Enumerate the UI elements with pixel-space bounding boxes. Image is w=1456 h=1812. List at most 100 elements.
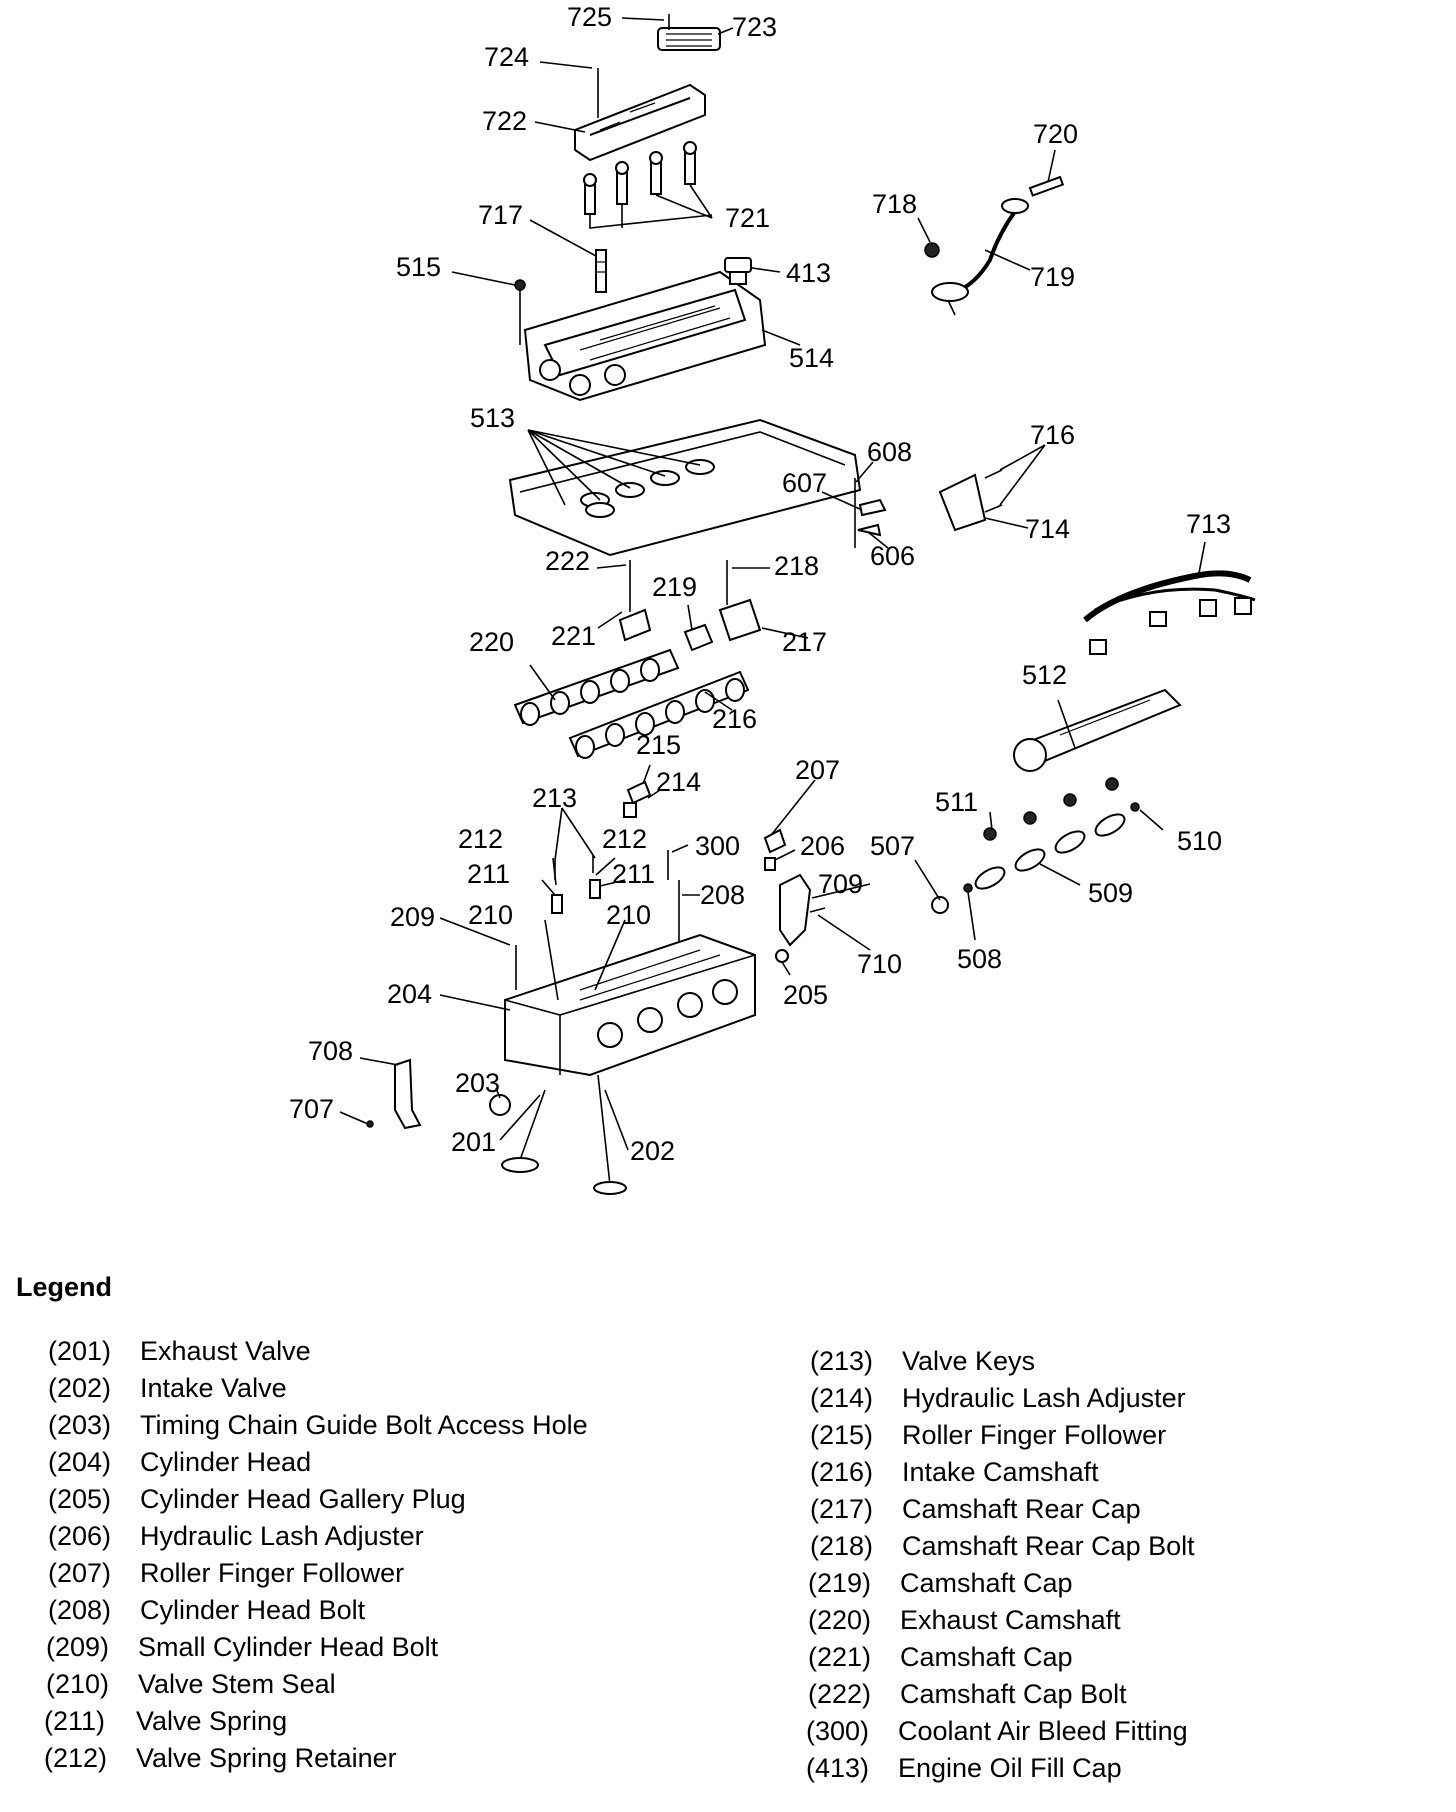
callout-716: 716 xyxy=(1030,420,1075,450)
leader-lines xyxy=(339,17,1206,1151)
callout-718: 718 xyxy=(872,189,917,219)
part-511-injector-caps xyxy=(983,777,1119,841)
part-708-bracket xyxy=(394,1058,422,1130)
callout-202: 202 xyxy=(630,1136,675,1166)
legend-item: (413)Engine Oil Fill Cap xyxy=(806,1753,1122,1784)
legend-number: (215) xyxy=(810,1420,874,1450)
legend-label: Valve Spring Retainer xyxy=(136,1743,397,1773)
legend-label: Exhaust Camshaft xyxy=(900,1605,1121,1635)
part-221-camshaft-cap xyxy=(618,608,652,642)
legend-label: Timing Chain Guide Bolt Access Hole xyxy=(140,1410,588,1440)
callout-510: 510 xyxy=(1177,826,1222,856)
callout-221: 221 xyxy=(551,621,596,651)
callout-201: 201 xyxy=(451,1127,496,1157)
part-514-camshaft-cover xyxy=(523,270,767,402)
callout-724: 724 xyxy=(484,42,529,72)
part-719-dipstick-tube xyxy=(931,198,1029,316)
legend-label: Small Cylinder Head Bolt xyxy=(138,1632,439,1662)
part-507-cap xyxy=(931,896,949,914)
legend-item: (209) Small Cylinder Head Bolt xyxy=(46,1632,438,1663)
legend-item: (216)Intake Camshaft xyxy=(810,1457,1099,1488)
legend-number: (210) xyxy=(46,1669,110,1699)
part-513-cover-gasket xyxy=(508,418,862,557)
part-413-oil-fill-cap xyxy=(724,257,752,285)
callout-212-left: 212 xyxy=(458,824,503,854)
callout-209: 209 xyxy=(390,902,435,932)
legend-number: (202) xyxy=(48,1373,112,1403)
part-212-213-211-210-valve-train xyxy=(551,855,601,914)
callout-210-right: 210 xyxy=(606,900,651,930)
part-716-bolts xyxy=(984,469,1003,513)
callout-212-right: 212 xyxy=(602,824,647,854)
part-204-cylinder-head xyxy=(504,933,756,1077)
part-508-seal xyxy=(963,883,973,893)
part-718-bolt xyxy=(924,242,940,258)
callout-207: 207 xyxy=(795,755,840,785)
part-510-seal xyxy=(1130,802,1140,812)
legend-item: (210) Valve Stem Seal xyxy=(46,1669,336,1700)
callout-608: 608 xyxy=(867,437,912,467)
legend-item: (217) Camshaft Rear Cap xyxy=(810,1494,1141,1525)
callout-708: 708 xyxy=(308,1036,353,1066)
legend-label: Engine Oil Fill Cap xyxy=(898,1753,1122,1783)
legend-number: (220) xyxy=(808,1605,872,1635)
callout-719: 719 xyxy=(1030,262,1075,292)
legend-label: Cylinder Head xyxy=(140,1447,312,1477)
callout-219: 219 xyxy=(652,572,697,602)
callout-509: 509 xyxy=(1088,878,1133,908)
callout-723: 723 xyxy=(732,12,777,42)
callout-514: 514 xyxy=(789,343,834,373)
legend-item: (213)Valve Keys xyxy=(810,1346,1035,1377)
callout-511: 511 xyxy=(935,787,978,817)
legend-item: (218)Camshaft Rear Cap Bolt xyxy=(810,1531,1195,1562)
part-205-plug xyxy=(775,949,789,963)
legend-label: Coolant Air Bleed Fitting xyxy=(898,1716,1188,1746)
part-509-fuel-injectors xyxy=(974,813,1126,890)
legend-label: Camshaft Rear Cap Bolt xyxy=(902,1531,1195,1561)
legend-number: (214) xyxy=(810,1383,874,1413)
callout-717: 717 xyxy=(478,200,523,230)
callout-512: 512 xyxy=(1022,660,1067,690)
legend-label: Camshaft Cap xyxy=(900,1568,1073,1598)
legend-number: (208) xyxy=(48,1595,112,1625)
legend-item: (205) Cylinder Head Gallery Plug xyxy=(48,1484,466,1515)
callout-218: 218 xyxy=(774,551,819,581)
part-216-intake-camshaft xyxy=(568,670,750,759)
legend-number: (211) xyxy=(44,1706,106,1736)
callout-217: 217 xyxy=(782,627,827,657)
legend-label: Valve Stem Seal xyxy=(138,1669,336,1699)
legend-number: (205) xyxy=(48,1484,112,1514)
callout-204: 204 xyxy=(387,979,432,1009)
legend-number: (209) xyxy=(46,1632,110,1662)
part-710-bolt xyxy=(809,907,826,913)
legend-item: (212) Valve Spring Retainer xyxy=(44,1743,397,1774)
part-203-access-hole xyxy=(489,1094,511,1116)
part-721-coil-bolts xyxy=(583,141,697,215)
legend-number: (213) xyxy=(810,1346,874,1376)
callout-710: 710 xyxy=(857,949,902,979)
part-717-spark-plug xyxy=(595,249,607,293)
callout-206: 206 xyxy=(800,831,845,861)
callout-213: 213 xyxy=(532,783,577,813)
callout-507: 507 xyxy=(870,831,915,861)
part-515-bolt-head xyxy=(514,279,526,291)
legend-number: (217) xyxy=(810,1494,874,1524)
legend-item: (221)Camshaft Cap xyxy=(808,1642,1073,1673)
callout-222: 222 xyxy=(545,546,590,576)
callout-203: 203 xyxy=(455,1068,500,1098)
part-207-206-follower-adjuster xyxy=(763,828,787,871)
callout-714: 714 xyxy=(1025,514,1070,544)
legend-label: Valve Spring xyxy=(136,1706,288,1736)
legend-item: (219)Camshaft Cap xyxy=(808,1568,1073,1599)
callout-205: 205 xyxy=(783,980,828,1010)
callout-labels: 725 723 724 722 721 720 718 719 717 515 … xyxy=(289,2,1231,1166)
legend-number: (212) xyxy=(44,1743,108,1773)
legend-label: Intake Valve xyxy=(140,1373,287,1403)
legend-label: Camshaft Cap xyxy=(900,1642,1073,1672)
part-219-camshaft-cap xyxy=(683,623,714,652)
legend-item: (300)Coolant Air Bleed Fitting xyxy=(806,1716,1188,1747)
legend-label: Camshaft Rear Cap xyxy=(902,1494,1141,1524)
part-722-top-cover xyxy=(574,83,706,162)
legend-label: Cylinder Head Gallery Plug xyxy=(140,1484,466,1514)
legend-item: (206)Hydraulic Lash Adjuster xyxy=(48,1521,424,1552)
